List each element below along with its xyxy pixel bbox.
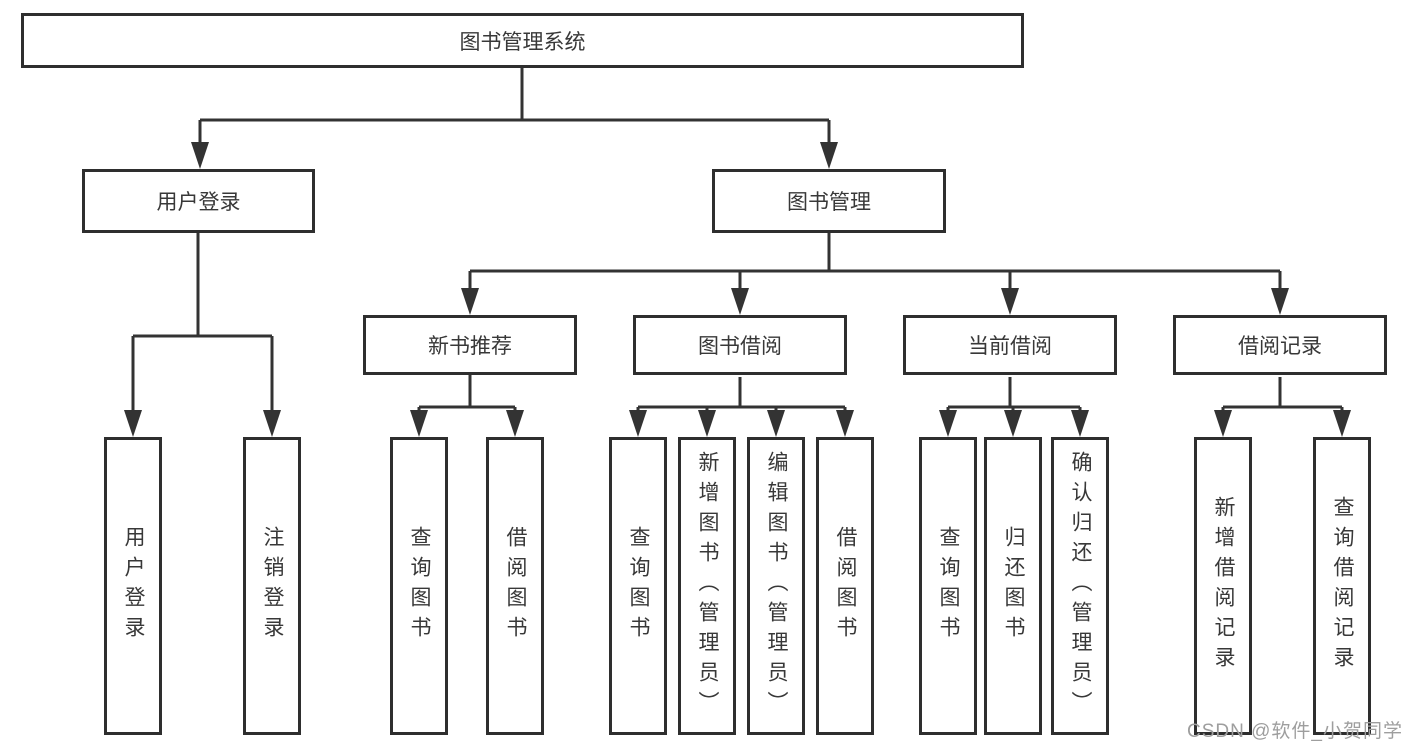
connector-root-to-level2 (198, 66, 831, 146)
leaf-logout: 注销登录 (243, 437, 301, 735)
connector-borrow-records-to-leaves (1221, 377, 1344, 414)
node-user-login: 用户登录 (82, 169, 315, 233)
arrow-icon (410, 410, 428, 437)
connector-book-borrow-to-leaves (636, 377, 847, 414)
connector-new-book-to-leaves (417, 375, 517, 414)
arrow-icon (629, 410, 647, 437)
leaf-add-book-admin: 新增图书（管理员） (678, 437, 736, 735)
connector-user-login-to-leaves (131, 233, 274, 414)
arrow-icon (731, 288, 749, 315)
node-current-borrow: 当前借阅 (903, 315, 1117, 375)
arrow-icon (939, 410, 957, 437)
arrow-icon (836, 410, 854, 437)
leaf-add-borrow-record: 新增借阅记录 (1194, 437, 1252, 735)
leaf-user-login: 用户登录 (104, 437, 162, 735)
arrow-icon (1271, 288, 1289, 315)
arrow-icon (1001, 288, 1019, 315)
arrow-icon (506, 410, 524, 437)
node-book-borrow: 图书借阅 (633, 315, 847, 375)
arrow-icon (1004, 410, 1022, 437)
leaf-query-books-borrow: 查询图书 (609, 437, 667, 735)
leaf-borrow-books: 借阅图书 (816, 437, 874, 735)
node-book-management: 图书管理 (712, 169, 946, 233)
arrow-icon (191, 142, 209, 169)
leaf-query-borrow-record: 查询借阅记录 (1313, 437, 1371, 735)
connector-book-management-to-level3 (468, 233, 1282, 292)
arrow-icon (124, 410, 142, 437)
arrow-icon (1214, 410, 1232, 437)
leaf-query-books-current: 查询图书 (919, 437, 977, 735)
leaf-confirm-return-admin: 确认归还（管理员） (1051, 437, 1109, 735)
leaf-edit-book-admin: 编辑图书（管理员） (747, 437, 805, 735)
arrow-icon (1071, 410, 1089, 437)
arrow-icon (263, 410, 281, 437)
arrow-icon (698, 410, 716, 437)
arrow-icon (767, 410, 785, 437)
node-root: 图书管理系统 (21, 13, 1024, 68)
arrow-icon (1333, 410, 1351, 437)
arrow-icon (820, 142, 838, 169)
csdn-watermark: CSDN @软件_小贺同学 (1187, 721, 1403, 742)
leaf-query-books-recommend: 查询图书 (390, 437, 448, 735)
leaf-return-book: 归还图书 (984, 437, 1042, 735)
leaf-borrow-books-recommend: 借阅图书 (486, 437, 544, 735)
arrow-icon (461, 288, 479, 315)
node-borrow-records: 借阅记录 (1173, 315, 1387, 375)
node-new-book-recommend: 新书推荐 (363, 315, 577, 375)
connector-current-borrow-to-leaves (946, 377, 1082, 414)
arrowheads (124, 142, 1351, 437)
